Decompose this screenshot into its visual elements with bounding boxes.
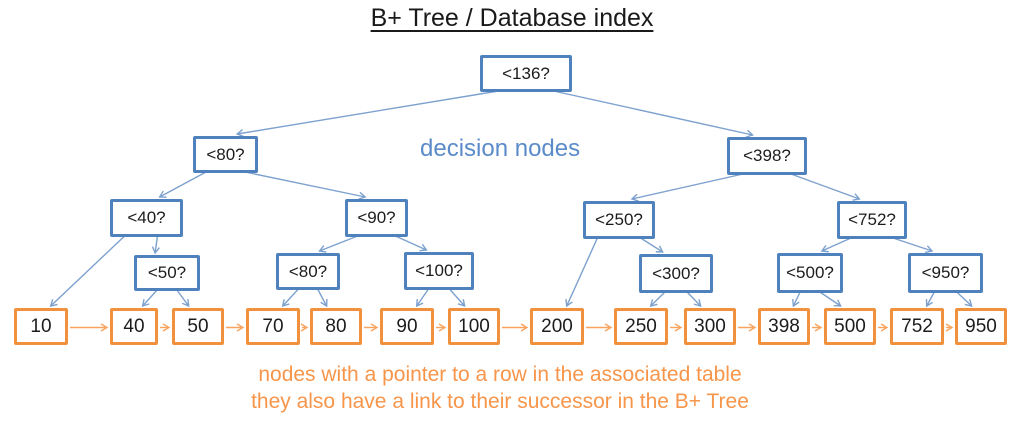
decision-node: <50? bbox=[134, 255, 200, 291]
leaf-node: 50 bbox=[172, 308, 224, 345]
decision-connector-line bbox=[630, 173, 744, 202]
leaf-node: 70 bbox=[246, 308, 300, 345]
leaf-node: 250 bbox=[614, 308, 668, 345]
decision-connector-line bbox=[819, 291, 842, 307]
decision-connector-line bbox=[956, 291, 973, 307]
diagram-title: B+ Tree / Database index bbox=[370, 4, 654, 32]
decision-connector-line bbox=[316, 288, 328, 308]
decision-connector-line bbox=[151, 235, 160, 255]
decision-nodes-label: decision nodes bbox=[420, 135, 581, 162]
decision-connector-line bbox=[925, 291, 935, 308]
leaf-node: 398 bbox=[758, 308, 810, 345]
decision-connector-line bbox=[244, 171, 367, 200]
leaf-node: 950 bbox=[955, 308, 1007, 345]
decision-connector-line bbox=[790, 173, 861, 201]
decision-connector-line bbox=[318, 235, 358, 253]
leaf-node: 90 bbox=[380, 308, 434, 345]
decision-connector-line bbox=[820, 237, 852, 253]
leaf-node: 80 bbox=[310, 308, 362, 345]
decision-node: <398? bbox=[727, 137, 807, 175]
decision-node: <300? bbox=[639, 254, 713, 293]
decision-connector-line bbox=[649, 291, 666, 307]
decision-connector-line bbox=[640, 237, 664, 253]
decision-connector-line bbox=[792, 291, 801, 308]
decision-connector-line bbox=[565, 237, 599, 308]
leaf-node: 300 bbox=[684, 308, 736, 345]
decision-node: <752? bbox=[837, 201, 907, 239]
decision-node: <136? bbox=[480, 55, 572, 92]
decision-node: <90? bbox=[345, 199, 408, 237]
decision-connector-line bbox=[158, 171, 207, 198]
leaf-node: 10 bbox=[14, 308, 68, 345]
decision-node: <40? bbox=[110, 199, 183, 237]
decision-node: <80? bbox=[193, 136, 258, 173]
decision-node: <950? bbox=[908, 253, 983, 293]
leaf-node: 200 bbox=[530, 308, 584, 345]
decision-connector-line bbox=[235, 90, 499, 138]
decision-connector-line bbox=[49, 235, 126, 307]
leaf-node: 40 bbox=[110, 308, 158, 345]
leaf-node: 100 bbox=[448, 308, 500, 345]
leaf-note: nodes with a pointer to a row in the ass… bbox=[0, 361, 1000, 415]
decision-node: <80? bbox=[276, 253, 340, 290]
decision-connector-line bbox=[686, 291, 702, 307]
decision-node: <250? bbox=[583, 201, 655, 239]
leaf-node: 752 bbox=[890, 308, 944, 345]
decision-connector-line bbox=[415, 288, 430, 308]
decision-connector-line bbox=[141, 289, 158, 308]
decision-node: <500? bbox=[777, 253, 843, 293]
decision-connector-line bbox=[448, 288, 466, 308]
leaf-note-line-2: they also have a link to their successor… bbox=[251, 390, 749, 413]
leaf-note-line-1: nodes with a pointer to a row in the ass… bbox=[258, 363, 742, 386]
decision-connector-line bbox=[395, 235, 428, 252]
decision-connector-line bbox=[176, 289, 190, 308]
leaf-node: 500 bbox=[824, 308, 876, 345]
decision-node: <100? bbox=[404, 252, 474, 290]
decision-connector-line bbox=[892, 237, 934, 254]
decision-connector-line bbox=[281, 288, 299, 308]
decision-connector-line bbox=[553, 90, 754, 138]
